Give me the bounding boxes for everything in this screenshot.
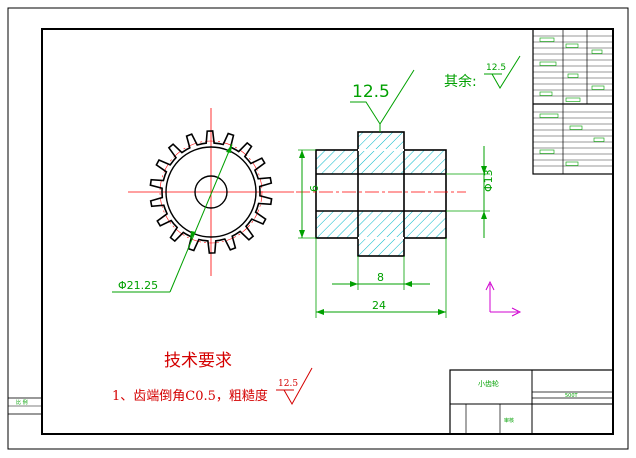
- parameter-cell-mark: [539, 91, 553, 96]
- gear-section-view: [296, 131, 466, 257]
- axis-marker: [485, 280, 522, 317]
- technical-notes: 技术要求 1、齿端倒角C0.5，粗糙度 12.5: [112, 351, 313, 406]
- part-name: 小齿轮: [478, 379, 499, 388]
- notes-item-1: 1、齿端倒角C0.5，粗糙度: [112, 388, 268, 404]
- note-roughness-value: 12.5: [278, 379, 298, 389]
- parameter-cell-mark: [539, 149, 555, 154]
- bore-diameter-dimension: 6: [298, 149, 321, 239]
- parameter-cell-mark: [591, 85, 605, 90]
- parameter-cell-mark: [567, 73, 579, 78]
- hub-roughness-value: 12.5: [352, 82, 390, 102]
- parameter-cell-mark: [565, 161, 579, 166]
- hub-length-dimension: 8: [332, 256, 430, 290]
- inner-frame: [41, 28, 614, 435]
- root-circle: [165, 146, 257, 238]
- hub-roughness-symbol: 12.5: [350, 69, 415, 132]
- left-tab: 比 例: [7, 397, 43, 415]
- remainder-value: 12.5: [486, 63, 506, 73]
- bore-diameter-label: 6: [308, 185, 321, 192]
- left-tab-label: 比 例: [16, 399, 28, 406]
- total-length-dimension: 24: [315, 238, 447, 318]
- parameter-cell-mark: [539, 61, 557, 66]
- bore-circle: [194, 175, 228, 209]
- pitch-diameter-label: Φ21.25: [118, 279, 158, 292]
- parameter-cell-mark: [569, 125, 583, 130]
- notes-title: 技术要求: [164, 351, 232, 371]
- parameter-cell-mark: [593, 137, 605, 142]
- parameter-cell-mark: [591, 49, 603, 54]
- pitch-circle: [159, 140, 263, 244]
- hub-length-label: 8: [377, 271, 384, 284]
- total-length-label: 24: [372, 299, 386, 312]
- gear-front-view: [128, 108, 294, 276]
- hub-diameter-label: Φ13: [482, 169, 495, 192]
- title-block: 小齿轮 500T 审核: [449, 369, 614, 435]
- remainder-label: 其余:: [444, 73, 477, 90]
- outer-border: [7, 7, 629, 450]
- parameter-cell-mark: [539, 113, 559, 118]
- gear-tooth-profile: [149, 130, 273, 254]
- parameter-cell-mark: [565, 43, 579, 48]
- hub-diameter-dimension: Φ13: [446, 146, 495, 238]
- remainder-roughness: 其余: 12.5: [444, 55, 521, 90]
- drawn-label: 审核: [504, 417, 514, 424]
- pitch-diameter-dimension: Φ21.25: [112, 143, 233, 293]
- parameter-table: [532, 28, 614, 175]
- parameter-cell-mark: [565, 97, 581, 102]
- parameter-cell-mark: [539, 37, 555, 42]
- scale-value: 500T: [565, 393, 579, 399]
